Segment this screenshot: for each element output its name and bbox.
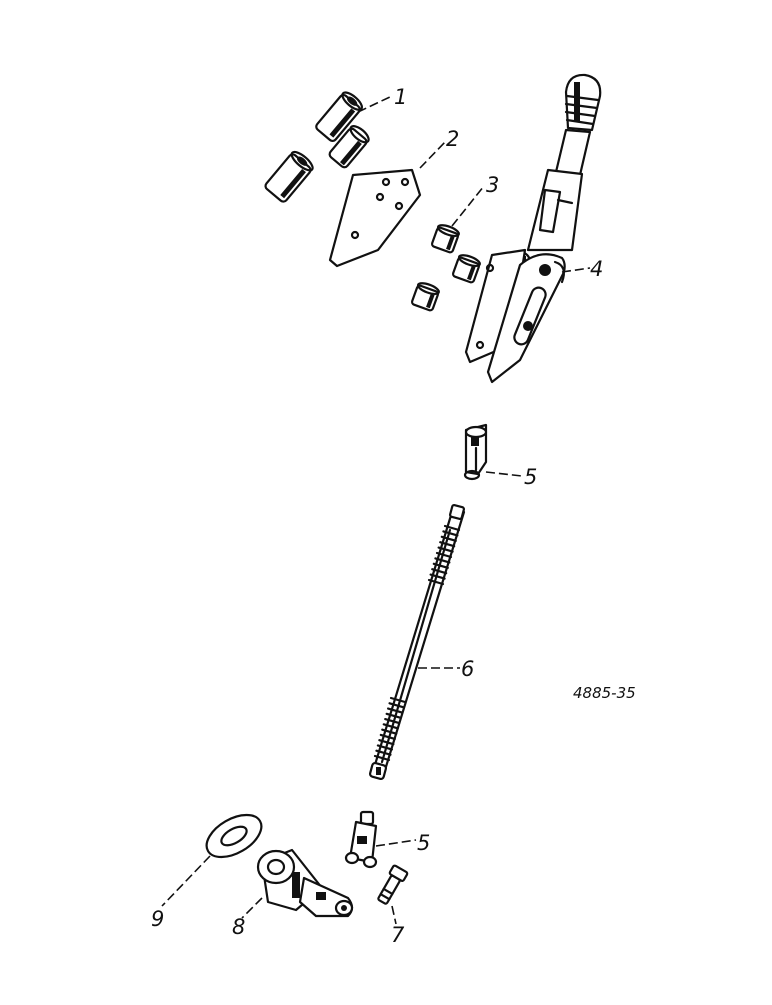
callout-5-upper-label: 5 <box>524 465 537 489</box>
rod-thread-mark <box>431 568 448 575</box>
rod-thread-mark <box>386 707 404 714</box>
callout-9-label: 9 <box>151 907 164 931</box>
washer-part <box>205 813 263 859</box>
rod-thread-mark <box>439 541 456 548</box>
spacer-parts <box>410 224 481 312</box>
rod-thread-mark <box>429 573 446 580</box>
rod-thread-mark <box>388 702 405 709</box>
rod-thread-mark <box>381 728 398 735</box>
bushing-parts <box>264 91 370 203</box>
rod-thread-mark <box>434 557 451 564</box>
rod-thread-mark <box>442 530 459 537</box>
rod-thread-mark <box>437 546 454 553</box>
callout-labels: 1 2 3 4 5 6 5 7 8 9 4885-35 <box>151 85 636 947</box>
rod-thread-mark <box>385 712 402 719</box>
control-lever-part <box>464 73 602 384</box>
rod-thread-mark <box>375 749 392 756</box>
rod-thread-mark <box>384 717 401 725</box>
rod-thread-mark <box>382 723 399 730</box>
rod-thread-mark <box>443 524 461 532</box>
callout-3-label: 3 <box>486 173 499 197</box>
drawing-code: 4885-35 <box>573 684 636 702</box>
rod-thread-mark <box>440 535 457 542</box>
mounting-plate-part <box>328 168 422 268</box>
rod-thread-mark <box>389 696 407 704</box>
rod-thread-mark <box>427 578 445 586</box>
lever-arm-part <box>256 848 354 918</box>
rod-thread-mark <box>378 739 395 746</box>
callout-8-label: 8 <box>232 915 245 939</box>
clevis-upper-part <box>463 423 488 481</box>
rod-thread-mark <box>432 562 449 569</box>
threaded-rod-part <box>369 504 466 780</box>
rod-thread-mark <box>376 744 394 751</box>
callout-7-label: 7 <box>391 923 405 947</box>
rod-thread-mark <box>379 733 396 741</box>
callout-1-label: 1 <box>394 85 407 109</box>
bolt-part <box>377 864 409 905</box>
callout-2-label: 2 <box>446 127 459 151</box>
rod-thread-mark <box>435 551 453 559</box>
rod-thread-mark <box>373 754 391 762</box>
callout-6-label: 6 <box>461 657 474 681</box>
clevis-lower-part <box>344 810 378 869</box>
callout-leaders <box>161 95 591 925</box>
callout-4-label: 4 <box>590 257 603 281</box>
callout-5-lower-label: 5 <box>417 831 430 855</box>
